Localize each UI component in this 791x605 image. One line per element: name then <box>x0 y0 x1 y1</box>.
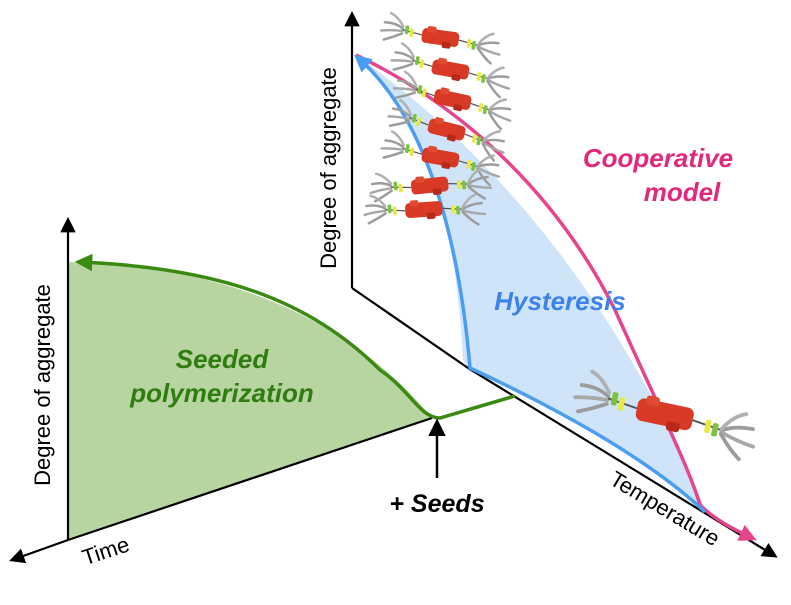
seeded-curve <box>74 253 516 420</box>
seeded-area <box>68 262 432 540</box>
back-panel <box>344 10 778 558</box>
time-axis-label: Time <box>79 532 132 571</box>
front-y-axis-label: Degree of aggregate <box>30 284 55 486</box>
front-panel <box>9 216 516 564</box>
time-axis-left-end <box>9 538 69 564</box>
depth-axis <box>351 287 469 369</box>
back-y-axis-label: Degree of aggregate <box>316 67 341 269</box>
cooperative-label-line2: model <box>644 177 721 207</box>
seeds-label: + Seeds <box>389 490 484 518</box>
seeded-label-line1: Seeded <box>176 344 270 374</box>
hysteresis-curve <box>354 54 707 514</box>
seeded-label-line2: polymerization <box>129 378 313 408</box>
time-axis-line <box>67 416 433 542</box>
hysteresis-label: Hysteresis <box>494 286 626 316</box>
cooperative-label-line1: Cooperative <box>583 143 733 173</box>
